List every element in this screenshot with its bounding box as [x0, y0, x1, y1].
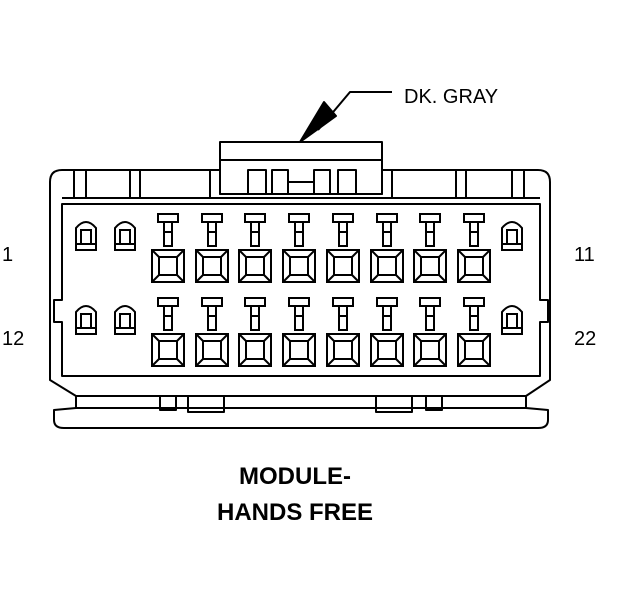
- terminal-pin-r2-5: [326, 297, 360, 367]
- title-line-1: MODULE-: [239, 463, 351, 490]
- pin-cavity: [53, 203, 549, 377]
- clip-pin-r2-2: [114, 305, 136, 335]
- terminal-pin-r2-6: [370, 297, 404, 367]
- wire-color-label: DK. GRAY: [404, 86, 499, 108]
- terminal-pin-r1-5: [326, 213, 360, 283]
- terminal-pin-r2-4: [282, 297, 316, 367]
- pin-label-12: 12: [2, 328, 25, 350]
- clip-pin-r2-1: [75, 305, 97, 335]
- terminal-pin-r1-2: [195, 213, 229, 283]
- pin-label-11: 11: [574, 244, 595, 266]
- terminal-pin-r1-6: [370, 213, 404, 283]
- pin-label-22: 22: [574, 328, 597, 350]
- terminal-pin-r2-2: [195, 297, 229, 367]
- pin-label-1: 1: [2, 244, 14, 266]
- clip-pin-r1-1: [75, 221, 97, 251]
- terminal-pin-r2-8: [457, 297, 491, 367]
- clip-pin-r2-right: [501, 305, 523, 335]
- terminal-pin-r1-8: [457, 213, 491, 283]
- clip-pin-r1-2: [114, 221, 136, 251]
- lock-tab: [219, 141, 383, 195]
- terminal-pin-r2-3: [238, 297, 272, 367]
- leader-arrow: [299, 101, 337, 143]
- terminal-pin-r1-7: [413, 213, 447, 283]
- terminal-pin-r1-1: [151, 213, 185, 283]
- terminal-pin-r1-4: [282, 213, 316, 283]
- terminal-pin-r2-7: [413, 297, 447, 367]
- terminal-pin-r1-3: [238, 213, 272, 283]
- title-line-2: HANDS FREE: [216, 499, 373, 526]
- terminal-pin-r2-1: [151, 297, 185, 367]
- clip-pin-r1-right: [501, 221, 523, 251]
